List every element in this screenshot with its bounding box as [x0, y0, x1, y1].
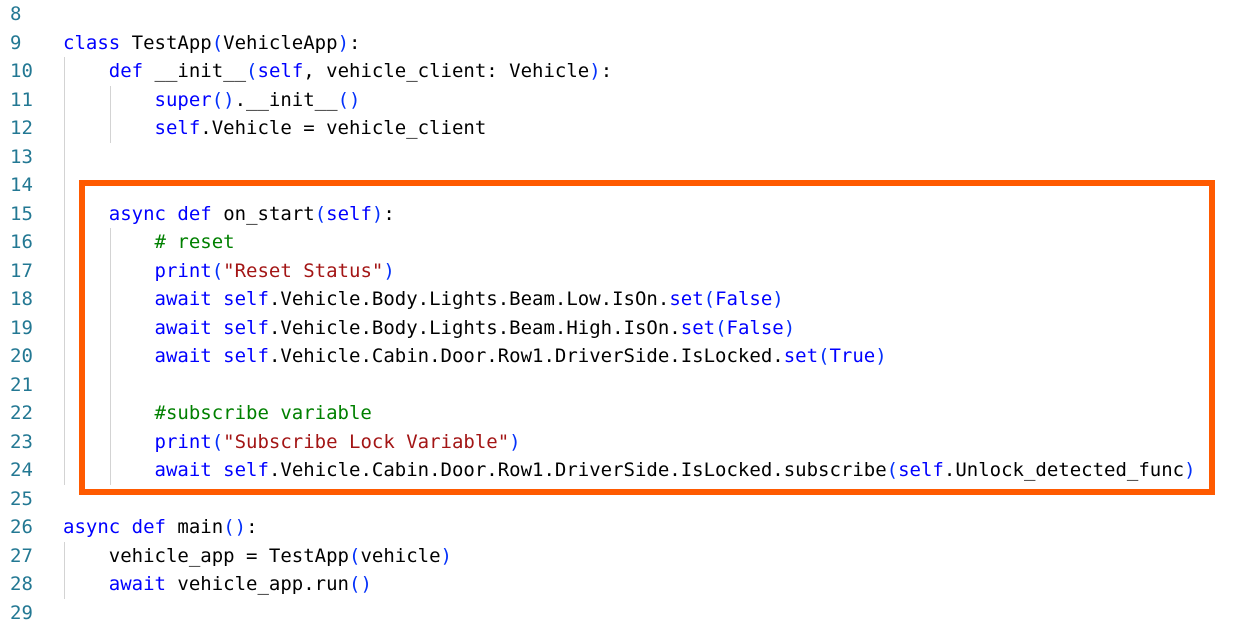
line-number: 24 [10, 456, 40, 485]
code-token [63, 60, 109, 82]
line-number: 28 [10, 570, 40, 599]
code-token: TestApp [120, 32, 212, 54]
code-token: ( [212, 32, 223, 54]
code-token: () [223, 516, 246, 538]
line-number: 15 [10, 200, 40, 229]
line-number: 12 [10, 114, 40, 143]
line-number: 19 [10, 314, 40, 343]
line-number: 23 [10, 428, 40, 457]
code-token: def [132, 516, 166, 538]
code-token: () [212, 89, 235, 111]
line-number: 14 [10, 171, 40, 200]
code-token: def [109, 60, 143, 82]
line-number: 22 [10, 399, 40, 428]
code-text: self.Vehicle = vehicle_client [63, 114, 486, 143]
code-token: .Vehicle = vehicle_client [200, 117, 486, 139]
code-token: ) [338, 32, 349, 54]
code-text: async def main(): [63, 513, 258, 542]
line-number: 26 [10, 513, 40, 542]
line-number: 13 [10, 143, 40, 172]
code-token: main [166, 516, 223, 538]
code-token: self [258, 60, 304, 82]
line-number: 9 [10, 29, 40, 58]
line-number: 17 [10, 257, 40, 286]
code-token: ) [589, 60, 600, 82]
line-number: 8 [10, 0, 40, 29]
line-number: 20 [10, 342, 40, 371]
code-token: vehicle_app = TestApp [63, 545, 349, 567]
code-token [63, 117, 155, 139]
code-text: super().__init__() [63, 86, 360, 115]
code-token: class [63, 32, 120, 54]
indent-guide [110, 86, 111, 143]
code-token [63, 89, 155, 111]
code-token: vehicle_app.run [166, 573, 349, 595]
code-text: def __init__(self, vehicle_client: Vehic… [63, 57, 612, 86]
code-token [120, 516, 131, 538]
code-token: : [246, 516, 257, 538]
code-token: await [109, 573, 166, 595]
code-token: __init__ [143, 60, 246, 82]
indent-guide [64, 542, 65, 599]
code-token [63, 573, 109, 595]
line-number: 16 [10, 228, 40, 257]
code-token: VehicleApp [223, 32, 337, 54]
highlight-box [79, 180, 1215, 495]
line-number: 21 [10, 371, 40, 400]
code-token: ( [349, 545, 360, 567]
line-number: 25 [10, 485, 40, 514]
code-text: vehicle_app = TestApp(vehicle) [63, 542, 452, 571]
code-text: class TestApp(VehicleApp): [63, 29, 360, 58]
code-text: await vehicle_app.run() [63, 570, 372, 599]
code-token: ( [246, 60, 257, 82]
line-number: 10 [10, 57, 40, 86]
code-token: : [349, 32, 360, 54]
code-token: super [155, 89, 212, 111]
indent-guide [64, 57, 65, 485]
line-number: 29 [10, 599, 40, 627]
code-token: () [349, 573, 372, 595]
code-token: vehicle [360, 545, 440, 567]
line-number: 27 [10, 542, 40, 571]
code-token: () [338, 89, 361, 111]
line-number: 11 [10, 86, 40, 115]
code-token: .__init__ [235, 89, 338, 111]
code-token: async [63, 516, 120, 538]
code-token: , vehicle_client: Vehicle [303, 60, 589, 82]
line-number: 18 [10, 285, 40, 314]
code-token: ) [441, 545, 452, 567]
code-token: : [601, 60, 612, 82]
code-token: self [155, 117, 201, 139]
